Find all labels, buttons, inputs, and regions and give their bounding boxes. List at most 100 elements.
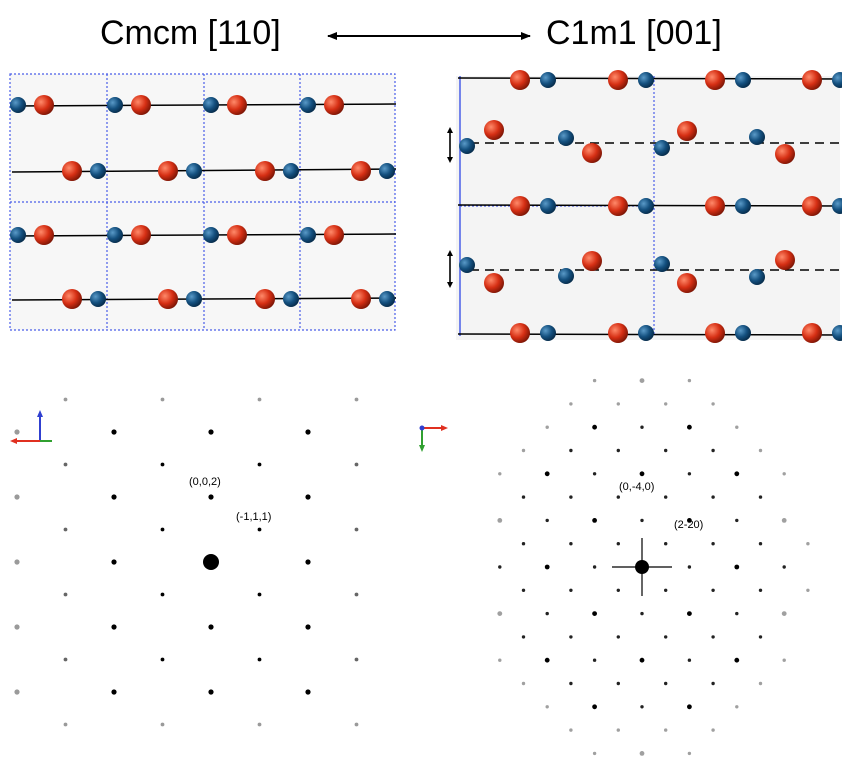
diffraction-spot [305,689,311,695]
diffraction-spot [639,378,645,383]
diffraction-spot [160,657,165,662]
oxygen-atom [324,95,344,115]
metal-atom [283,291,299,307]
diffraction-spot [63,527,68,532]
oxygen-atom [227,95,247,115]
diffraction-spot [711,635,715,639]
diffraction-spot [305,494,311,500]
diffraction-spot [544,564,550,570]
z-axis-icon [419,425,425,431]
diffraction-spot [782,565,786,569]
oxygen-atom [62,161,82,181]
diffraction-spot [354,592,359,597]
x-arrowhead-icon [441,425,448,431]
diffraction-spot [592,378,597,383]
diffraction-spot [208,429,214,435]
diffraction-spot [758,588,763,592]
oxygen-atom [62,289,82,309]
metal-atom [832,72,842,88]
c1m1-diffraction-pattern: (0,-4,0) (2-20) [419,378,810,756]
oxygen-atom [608,196,628,216]
diffraction-spot [664,635,668,639]
metal-atom [186,163,202,179]
metal-atom [459,257,475,273]
diffraction-spot [711,728,715,732]
cmcm-structure-panel [9,73,397,331]
diffraction-spot [521,681,526,686]
metal-atom [107,227,123,243]
diffraction-spot [687,472,692,476]
metal-atom [638,325,654,341]
oxygen-atom [484,120,504,140]
diffraction-spot [208,494,214,500]
metal-atom [540,325,556,341]
diffraction-spot [521,635,526,639]
diffraction-spot [711,402,715,406]
c1m1-structure-title: C1m1 [001] [546,14,722,52]
diffraction-spot [687,751,692,756]
diffraction-spot [63,462,68,467]
diffraction-spot [257,657,262,662]
oxygen-atom [351,289,371,309]
diffraction-spot [354,657,359,662]
diffraction-spot [354,527,359,532]
diffraction-spot [616,402,620,406]
diffraction-spot [735,518,739,523]
metal-atom [203,227,219,243]
diffraction-spot [639,751,645,756]
diffraction-spot [521,588,526,592]
diffraction-spot [781,611,787,616]
metal-atom [10,227,26,243]
metal-atom [540,198,556,214]
oxygen-atom [775,250,795,270]
cmcm-unit-cells [9,73,396,331]
diffraction-spot [160,722,165,727]
oxygen-atom [677,121,697,141]
diffraction-spot [639,471,645,477]
diffraction-spot [545,705,549,709]
diffraction-spot [616,728,620,732]
diffraction-spot [257,592,262,597]
metal-atom [638,198,654,214]
metal-atom [735,198,751,214]
index-label-2m20: (2-20) [674,519,703,531]
diffraction-spot [758,635,763,639]
cmcm-diffraction-spots [14,397,359,727]
diffraction-spot [14,559,20,565]
diffraction-spot [616,542,620,546]
oxygen-atom [705,70,725,90]
diffraction-spot [63,397,68,402]
diffraction-spot [63,592,68,597]
metal-atom [10,97,26,113]
oxygen-atom [802,70,822,90]
oxygen-atom [34,95,54,115]
diffraction-spot [687,424,692,430]
diffraction-spot [63,722,68,727]
diffraction-spot [735,611,739,616]
index-label-002: (0,0,2) [189,476,221,488]
metal-atom [654,256,670,272]
metal-atom [90,163,106,179]
oxygen-atom [131,225,151,245]
metal-atom [832,325,842,341]
diffraction-spot [640,425,644,429]
diffraction-spot [569,635,573,639]
diffraction-spot [592,751,597,756]
oxygen-atom [255,161,275,181]
metal-atom [749,269,765,285]
direct-beam-spot [203,554,219,570]
oxygen-atom [351,161,371,181]
cmcm-diffraction-pattern: (0,0,2) (-1,1,1) [10,397,359,727]
metal-atom [203,97,219,113]
metal-atom [558,130,574,146]
oxygen-atom [677,273,697,293]
diffraction-spot [257,462,262,467]
diffraction-spot [160,527,165,532]
metal-atom [749,129,765,145]
oxygen-atom [582,143,602,163]
diffraction-spot [569,495,573,499]
diffraction-spot [592,472,597,476]
diffraction-spot [521,542,526,546]
metal-atom [186,291,202,307]
metal-atom [300,227,316,243]
